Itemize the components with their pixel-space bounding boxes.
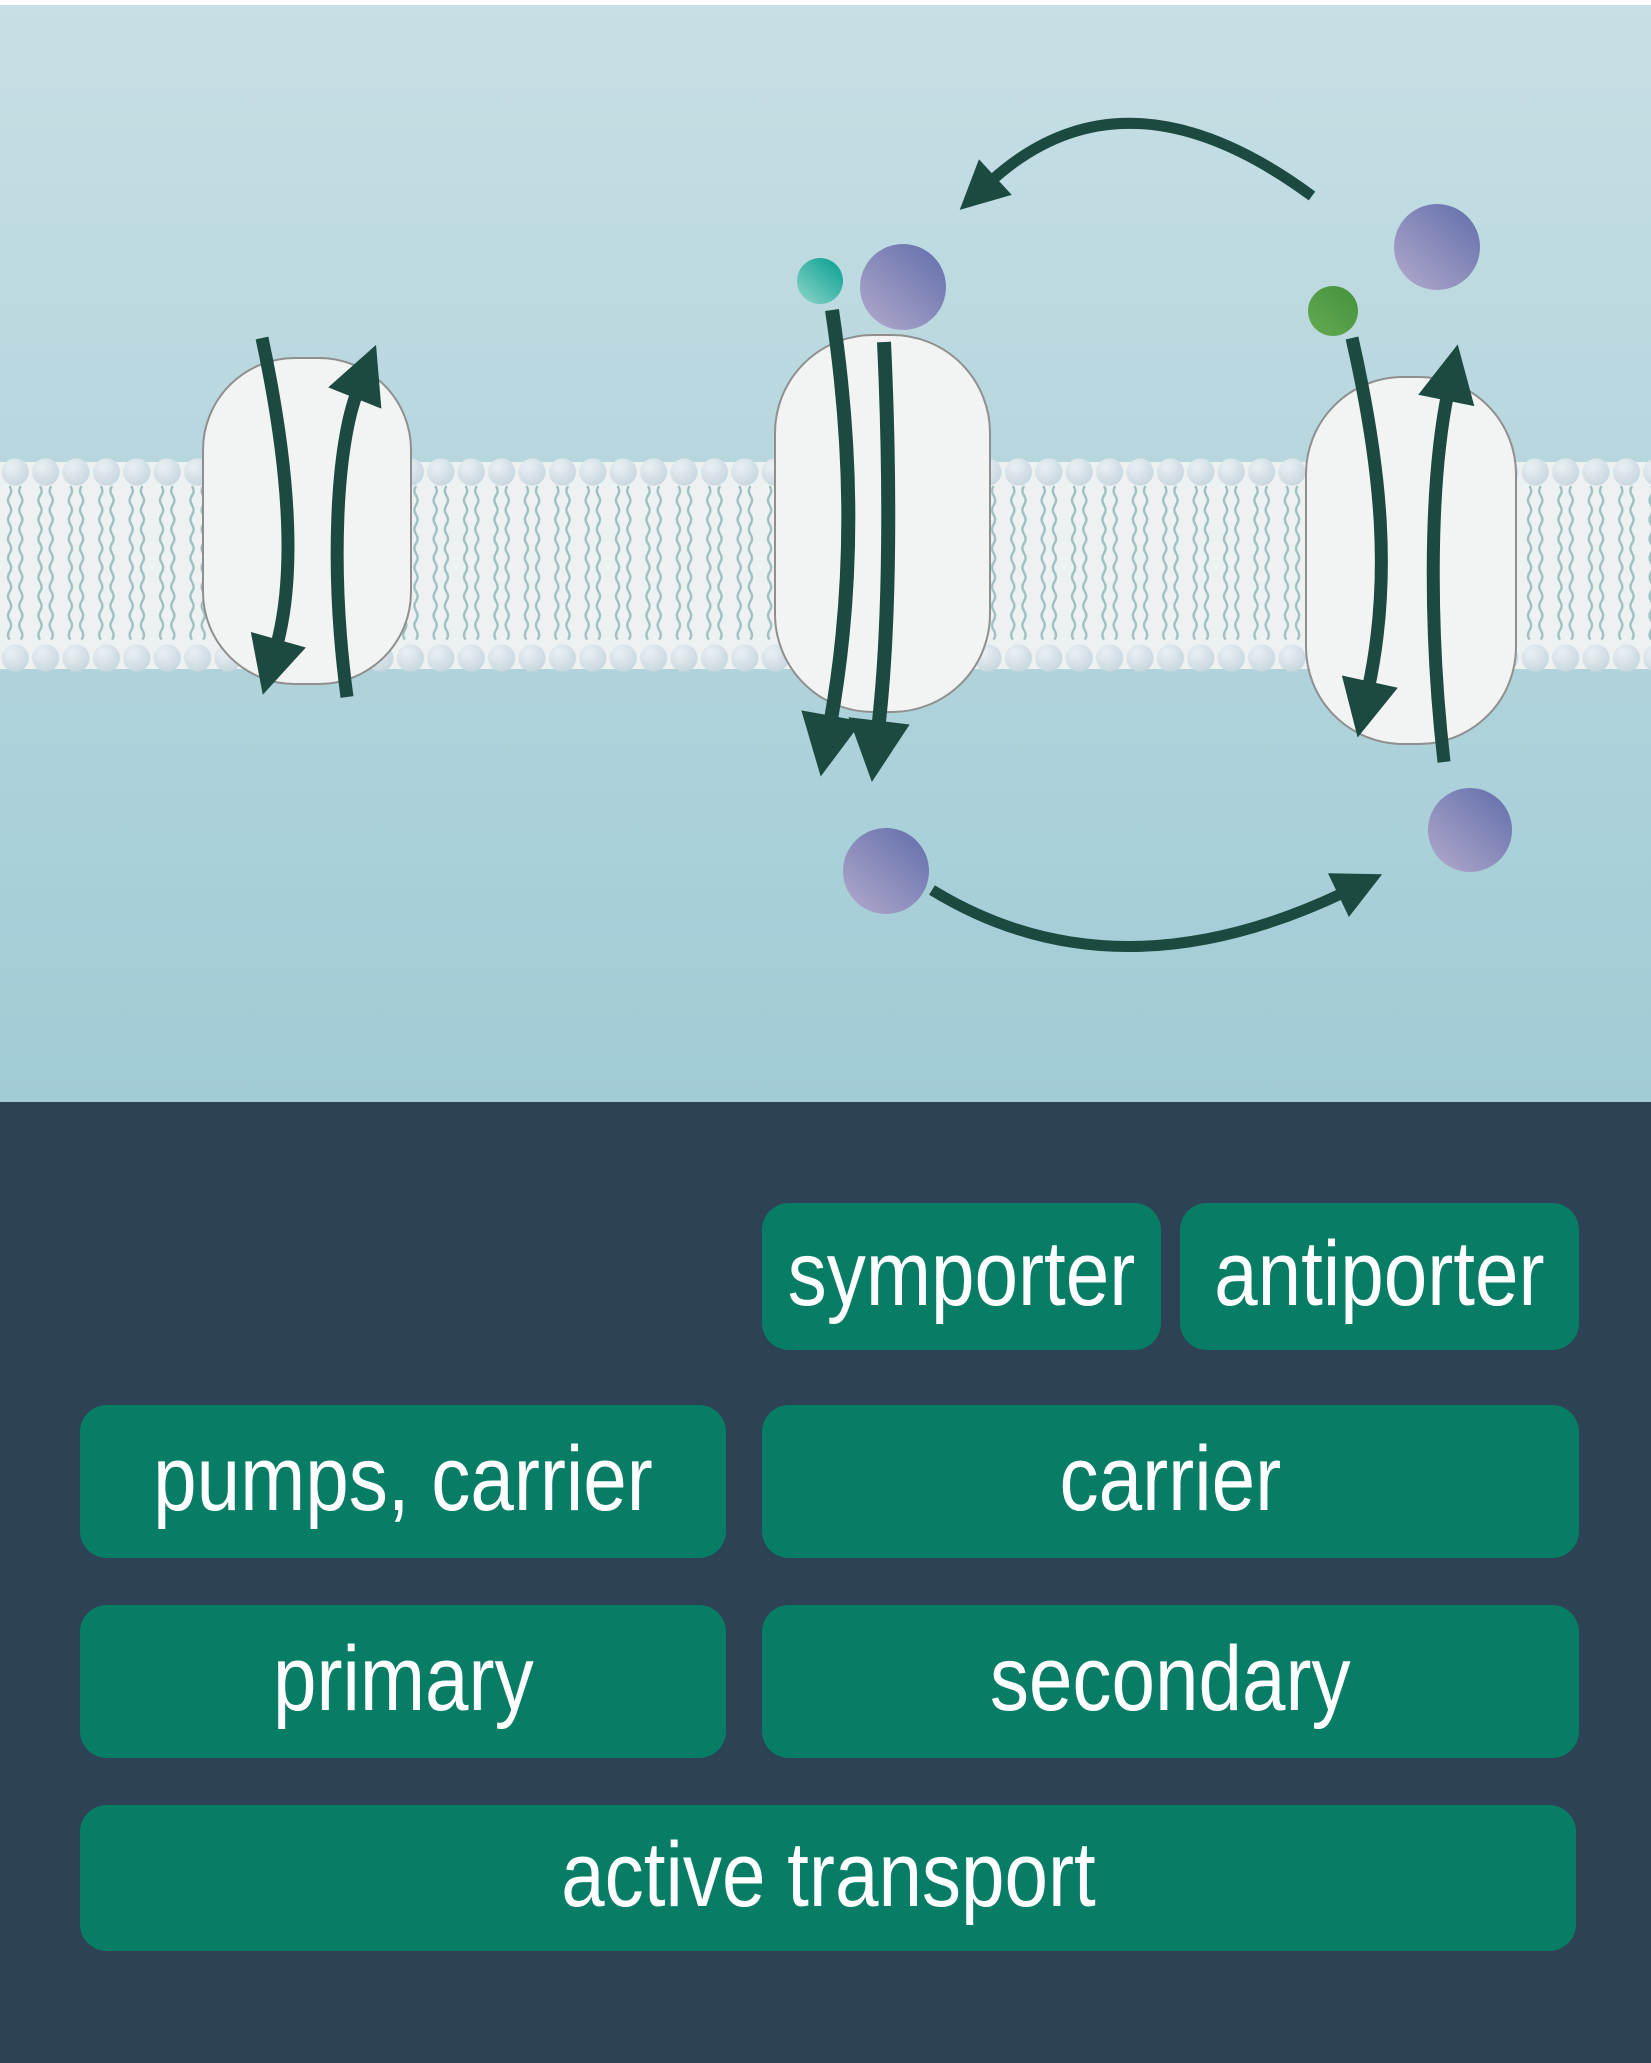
label-carrier[interactable]: carrier (762, 1405, 1579, 1558)
exchange-arcs (929, 117, 1383, 952)
antiporter-protein[interactable] (1305, 376, 1517, 745)
pump-arrow-up (328, 344, 382, 698)
teal-molecule (797, 258, 843, 304)
symporter-arrows (801, 308, 910, 782)
cell-membrane-illustration (0, 0, 1651, 1102)
pump-protein[interactable] (202, 357, 412, 685)
label-pumps-carrier[interactable]: pumps, carrier (80, 1405, 726, 1558)
label-secondary-text: secondary (990, 1627, 1351, 1730)
label-primary-text: primary (272, 1627, 534, 1730)
pump-arrow-down (250, 336, 306, 695)
label-pumps-carrier-text: pumps, carrier (153, 1427, 653, 1530)
label-antiporter-text: antiporter (1214, 1222, 1545, 1325)
label-symporter[interactable]: symporter (762, 1203, 1161, 1350)
antiporter-arrows (1341, 336, 1475, 763)
label-active-transport[interactable]: active transport (80, 1805, 1576, 1951)
antiporter-arrow-down (1341, 336, 1398, 738)
purple-molecule-above-symporter (860, 244, 946, 330)
purple-molecule-below-antiporter (1428, 788, 1512, 872)
label-primary[interactable]: primary (80, 1605, 726, 1758)
antiporter-arrow-up (1418, 344, 1475, 763)
label-symporter-text: symporter (787, 1222, 1136, 1325)
symporter-arrow-left-down (801, 308, 862, 777)
green-molecule (1308, 286, 1358, 336)
label-antiporter[interactable]: antiporter (1180, 1203, 1579, 1350)
symporter-arrow-right-down (848, 341, 910, 782)
recycle-arc-top (959, 117, 1316, 210)
purple-molecule-above-antiporter (1394, 204, 1480, 290)
label-secondary[interactable]: secondary (762, 1605, 1579, 1758)
pump-arrows (250, 336, 382, 698)
purple-molecule-below-symporter (843, 828, 929, 914)
top-margin (0, 0, 1651, 5)
recycle-arc-bottom (929, 873, 1383, 952)
label-panel: symporter antiporter pumps, carrier carr… (0, 1102, 1651, 2063)
label-carrier-text: carrier (1059, 1427, 1282, 1530)
label-active-transport-text: active transport (560, 1824, 1096, 1926)
